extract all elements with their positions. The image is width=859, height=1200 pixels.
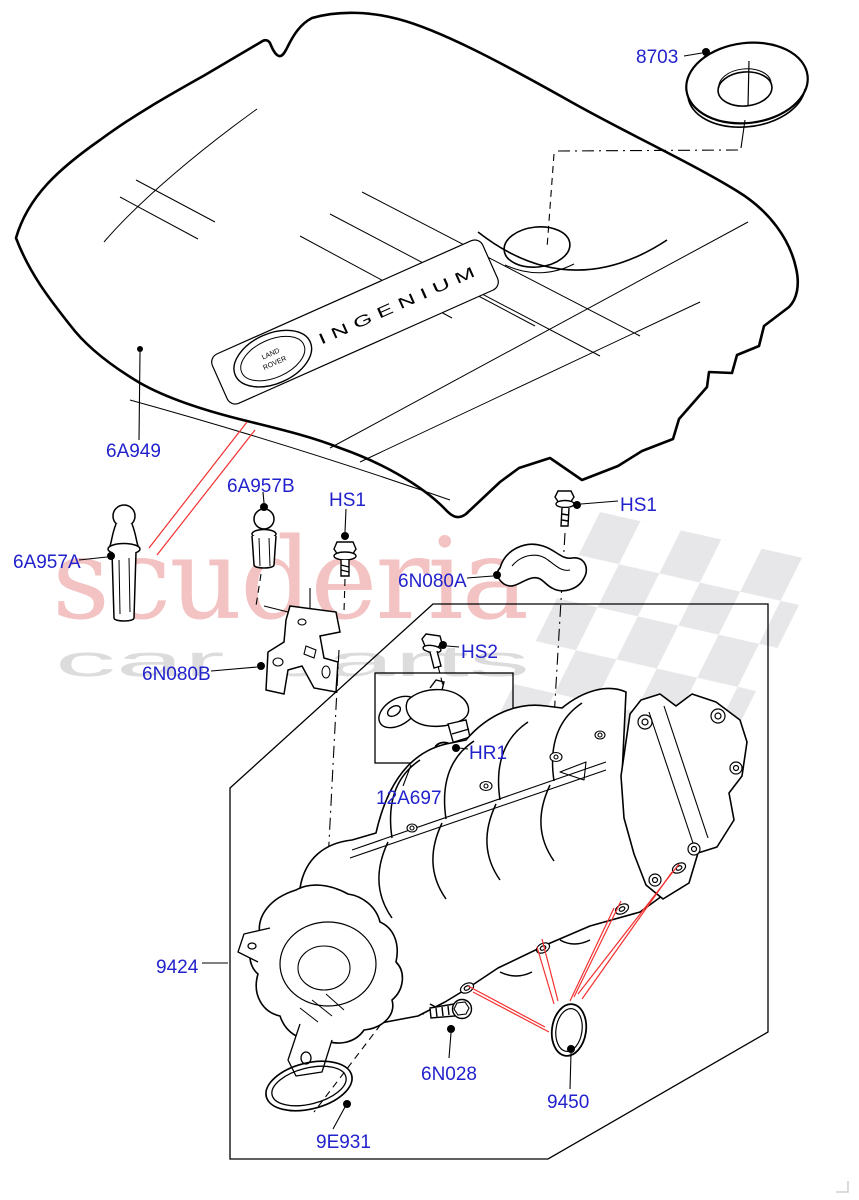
label-HS1-left[interactable]: HS1 [329,490,366,511]
label-9424[interactable]: 9424 [156,957,199,978]
part-9424-intake-manifold [237,687,748,1077]
engine-cover: LAND ROVER INGENIUM [14,11,800,519]
grommet-8703 [685,41,809,149]
part-6N080B-bracket [265,605,341,695]
label-6A957B[interactable]: 6A957B [227,476,295,497]
label-HS2[interactable]: HS2 [461,642,498,663]
label-9E931[interactable]: 9E931 [316,1132,371,1153]
label-9450[interactable]: 9450 [547,1092,589,1113]
label-HR1[interactable]: HR1 [469,743,507,764]
part-9E931-seal [265,1060,353,1112]
part-9450-seal [550,1003,588,1057]
corner-mark [836,1181,849,1193]
manifold-callout-box [229,603,769,1160]
part-HS1-bolt-right [554,490,575,527]
part-6A957A-mount-pin [107,504,141,622]
cover-recess [477,226,668,274]
label-6N028[interactable]: 6N028 [421,1064,477,1085]
label-12A697[interactable]: 12A697 [376,788,442,809]
label-leaders [78,48,710,1130]
label-6A957A[interactable]: 6A957A [13,552,81,573]
part-number-labels: 8703 6A949 6A957A 6A957B HS1 6N080A HS1 … [13,47,678,1153]
red-indicator-lines [148,421,680,1033]
part-12A697-map-sensor [374,672,514,764]
part-6A957B-mount-pin [251,508,277,569]
part-HS1-bolt-left [333,541,357,577]
label-6A949[interactable]: 6A949 [106,441,161,462]
part-6N028-bolt [429,998,473,1020]
part-6N080A-bracket [496,543,588,592]
label-8703[interactable]: 8703 [636,47,678,68]
part-HS2-bolt [421,633,443,669]
label-6N080A[interactable]: 6N080A [398,571,467,592]
label-HS1-right[interactable]: HS1 [620,495,657,516]
label-6N080B[interactable]: 6N080B [142,664,211,685]
